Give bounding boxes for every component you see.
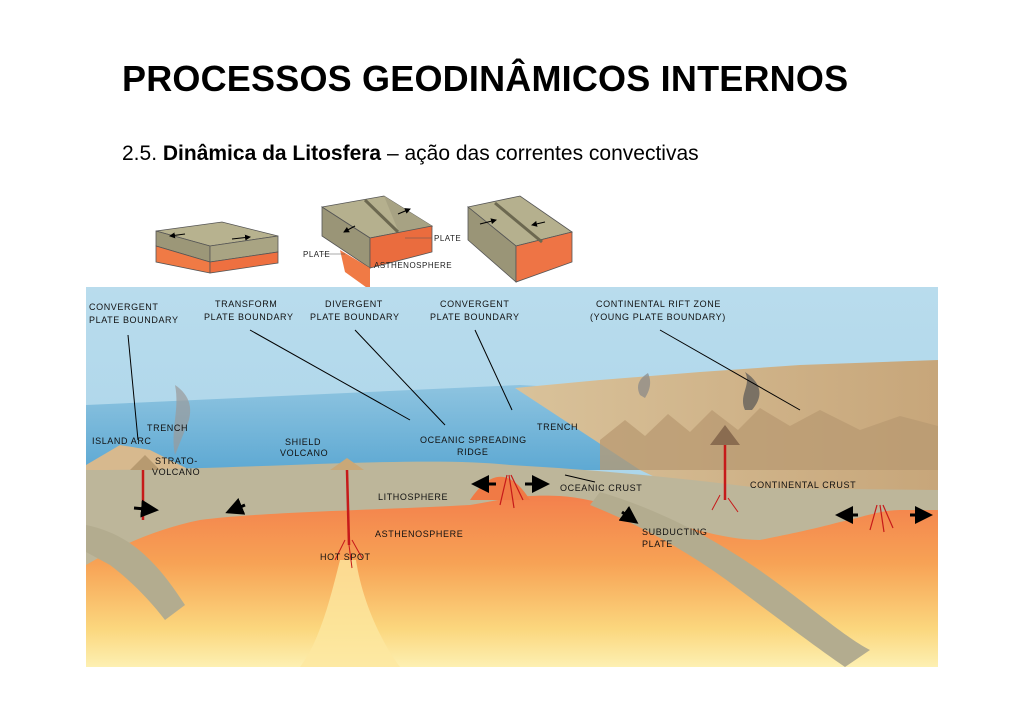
subtitle-number: 2.5. [122, 142, 158, 165]
label-divergent-2: PLATE BOUNDARY [310, 312, 400, 322]
transform-block-diagram [155, 221, 279, 274]
subtitle-description: – ação das correntes convectivas [386, 142, 699, 165]
main-cross-section [86, 287, 938, 667]
label-trench-right: TRENCH [537, 422, 578, 432]
label-oceanic-crust: OCEANIC CRUST [560, 483, 642, 493]
label-convergent-mid-2: PLATE BOUNDARY [430, 312, 520, 322]
divergent-block-diagram: PLATE PLATE ASTHENOSPHERE [303, 195, 461, 290]
page-title: PROCESSOS GEODINÂMICOS INTERNOS [122, 58, 849, 99]
subtitle-topic: Dinâmica da Litosfera [162, 142, 382, 165]
label-rift-1: CONTINENTAL RIFT ZONE [596, 299, 721, 309]
label-ridge-1: OCEANIC SPREADING [420, 435, 527, 445]
label-continental-crust: CONTINENTAL CRUST [750, 480, 856, 490]
label-strato-2: VOLCANO [152, 467, 200, 477]
label-convergent-left-2: PLATE BOUNDARY [89, 315, 179, 325]
label-transform-2: PLATE BOUNDARY [204, 312, 294, 322]
label-rift-2: (YOUNG PLATE BOUNDARY) [590, 312, 726, 322]
label-divergent-1: DIVERGENT [325, 299, 383, 309]
asthenosphere-mini-label: ASTHENOSPHERE [374, 261, 452, 270]
plate-label-right: PLATE [434, 234, 461, 243]
label-asthenosphere: ASTHENOSPHERE [375, 529, 463, 539]
label-island-arc: ISLAND ARC [92, 436, 152, 446]
label-lithosphere: LITHOSPHERE [378, 492, 448, 502]
label-subducting-1: SUBDUCTING [642, 527, 708, 537]
label-shield-2: VOLCANO [280, 448, 328, 458]
label-ridge-2: RIDGE [457, 447, 489, 457]
label-hot-spot: HOT SPOT [320, 552, 371, 562]
page-subtitle: 2.5. Dinâmica da Litosfera – ação das co… [122, 142, 699, 166]
label-trench-left: TRENCH [147, 423, 188, 433]
label-convergent-left-1: CONVERGENT [89, 302, 159, 312]
label-strato-1: STRATO- [155, 456, 198, 466]
label-shield-1: SHIELD [285, 437, 321, 447]
plate-label-left: PLATE [303, 250, 330, 259]
convergent-block-diagram [467, 195, 573, 283]
label-convergent-mid-1: CONVERGENT [440, 299, 510, 309]
label-subducting-2: PLATE [642, 539, 673, 549]
label-transform-1: TRANSFORM [215, 299, 277, 309]
